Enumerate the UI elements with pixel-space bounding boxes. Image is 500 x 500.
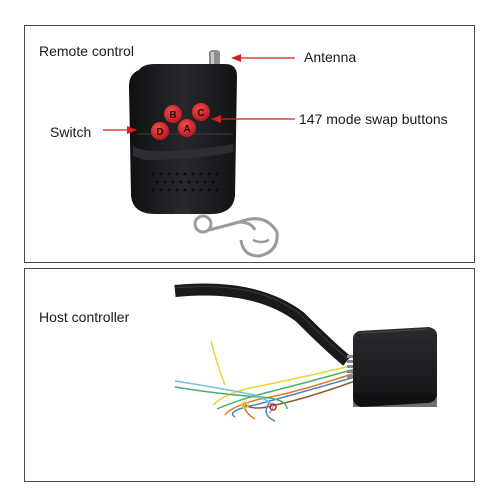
connector-pins xyxy=(347,355,355,378)
host-controller-label: Host controller xyxy=(39,309,130,325)
remote-control-panel: Remote control Antenna Switch 147 mode s… xyxy=(24,25,475,263)
buttons-arrow-icon xyxy=(211,115,295,123)
switch-arrow-icon xyxy=(103,126,137,134)
remote-button-d: D xyxy=(151,122,169,140)
button-d-text: D xyxy=(156,127,163,138)
button-a-text: A xyxy=(183,124,190,135)
remote-control-label: Remote control xyxy=(39,43,134,59)
remote-button-c: C xyxy=(192,103,210,121)
host-controller-illustration xyxy=(174,283,437,422)
remote-body xyxy=(129,64,237,215)
buttons-label: 147 mode swap buttons xyxy=(299,111,448,127)
switch-label: Switch xyxy=(50,124,92,140)
remote-button-b: B xyxy=(164,105,182,123)
button-b-text: B xyxy=(169,110,176,121)
host-controller-box xyxy=(353,327,437,407)
antenna-label: Antenna xyxy=(304,49,357,65)
remote-control-illustration: B C D A xyxy=(103,50,295,258)
remote-button-a: A xyxy=(178,119,196,137)
host-controller-panel: Host controller xyxy=(24,268,475,482)
button-c-text: C xyxy=(197,108,204,119)
antenna-arrow-icon xyxy=(231,54,295,62)
colored-wires xyxy=(174,340,356,422)
ribbon-cable xyxy=(174,283,351,366)
keyring-icon xyxy=(193,214,279,258)
